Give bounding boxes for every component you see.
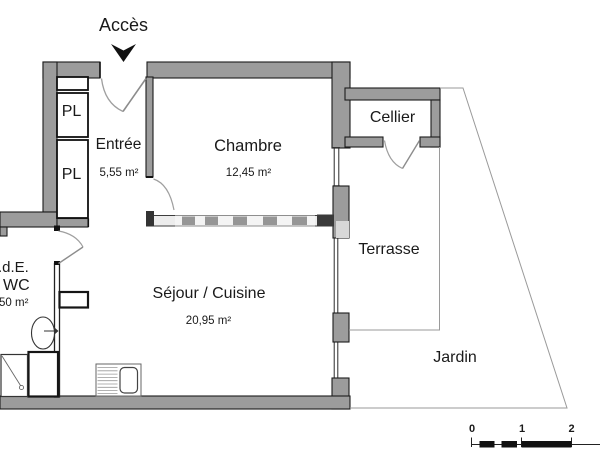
scale-seg-2 xyxy=(501,441,517,448)
walls xyxy=(0,61,441,410)
washbasin xyxy=(30,316,59,350)
wall-cellier-bottom-left xyxy=(344,136,384,148)
cellier-door-leaf xyxy=(401,140,421,169)
door-jamb-sde-bottom xyxy=(54,261,60,265)
shower-tray-diagonal xyxy=(1,355,21,386)
scale-label-1: 1 xyxy=(518,423,526,435)
scale-seg-1 xyxy=(479,441,495,448)
windows xyxy=(333,147,340,378)
wc-enclosure xyxy=(27,350,60,398)
room-area-sde: 50 m² xyxy=(0,297,29,309)
closet-box-pl2 xyxy=(56,139,89,219)
kitchen-sink-drainer xyxy=(97,367,118,394)
room-label-chambre: Chambre xyxy=(214,137,282,155)
scale-label-2: 2 xyxy=(568,423,575,435)
shower-tray xyxy=(0,353,29,398)
shower-drain xyxy=(18,384,25,391)
entrance-door-arc xyxy=(100,78,124,113)
wall-block-a-light-notch xyxy=(336,221,349,238)
scale-label-0: 0 xyxy=(468,423,476,435)
sde-door-leaf xyxy=(58,246,84,265)
partition-chambre-sejour xyxy=(146,211,334,233)
access-label: Accès xyxy=(98,15,149,35)
scale-seg-3 xyxy=(521,441,572,448)
partition-end-block xyxy=(317,214,334,227)
washbasin-tap-arrow xyxy=(54,327,59,335)
wall-east-block-b xyxy=(332,312,350,343)
partition-left-stub xyxy=(146,211,154,227)
watermark-veil xyxy=(175,211,315,233)
closet-label-pl1: PL xyxy=(61,103,82,120)
wall-under-closets xyxy=(56,217,89,228)
closet-label-pl2: PL xyxy=(61,166,82,183)
room-label-jardin: Jardin xyxy=(433,349,477,366)
cellier-door-arc xyxy=(383,140,403,170)
room-label-terrasse: Terrasse xyxy=(358,241,420,258)
wall-south xyxy=(0,395,351,410)
wall-entree-chambre xyxy=(145,76,154,178)
closet-box-top xyxy=(56,76,89,91)
wall-northeast-vertical xyxy=(331,61,351,149)
wall-left-edge-stub xyxy=(0,226,8,237)
wall-top-main xyxy=(146,61,351,79)
room-label-cellier: Cellier xyxy=(369,109,416,126)
chambre-door-arc xyxy=(153,178,175,211)
access-arrow-icon xyxy=(111,44,136,62)
kitchen-sink-basin xyxy=(119,366,139,394)
exterior-boundaries xyxy=(349,87,568,409)
room-area-sejour-cuisine: 20,95 m² xyxy=(185,315,232,327)
wall-cellier-top xyxy=(344,87,441,101)
room-label-entree: Entrée xyxy=(95,136,142,153)
entrance-door-leaf xyxy=(122,78,147,112)
doors xyxy=(58,78,421,265)
room-label-sejour-cuisine: Séjour / Cuisine xyxy=(152,285,266,302)
kitchen-sink xyxy=(95,363,142,397)
room-label-sde: .d.E. xyxy=(0,259,29,276)
kitchen-stub-wall xyxy=(58,290,90,309)
room-area-chambre: 12,45 m² xyxy=(225,167,272,179)
door-jamb-sde-top xyxy=(54,225,60,231)
room-label-wc: WC xyxy=(3,277,30,294)
scale-bar xyxy=(471,437,600,448)
wall-cellier-bottom-right xyxy=(419,136,441,148)
jardin-boundary xyxy=(350,87,568,409)
closet-boxes xyxy=(56,76,89,219)
wall-west xyxy=(42,61,58,213)
terrasse-boundary xyxy=(349,147,440,331)
partition-dashes xyxy=(182,216,307,225)
wall-west-return xyxy=(0,211,58,228)
sde-door-arc xyxy=(58,230,84,248)
room-area-entree: 5,55 m² xyxy=(99,167,139,179)
closet-box-pl1 xyxy=(56,92,89,138)
washbasin-bowl xyxy=(30,316,56,350)
